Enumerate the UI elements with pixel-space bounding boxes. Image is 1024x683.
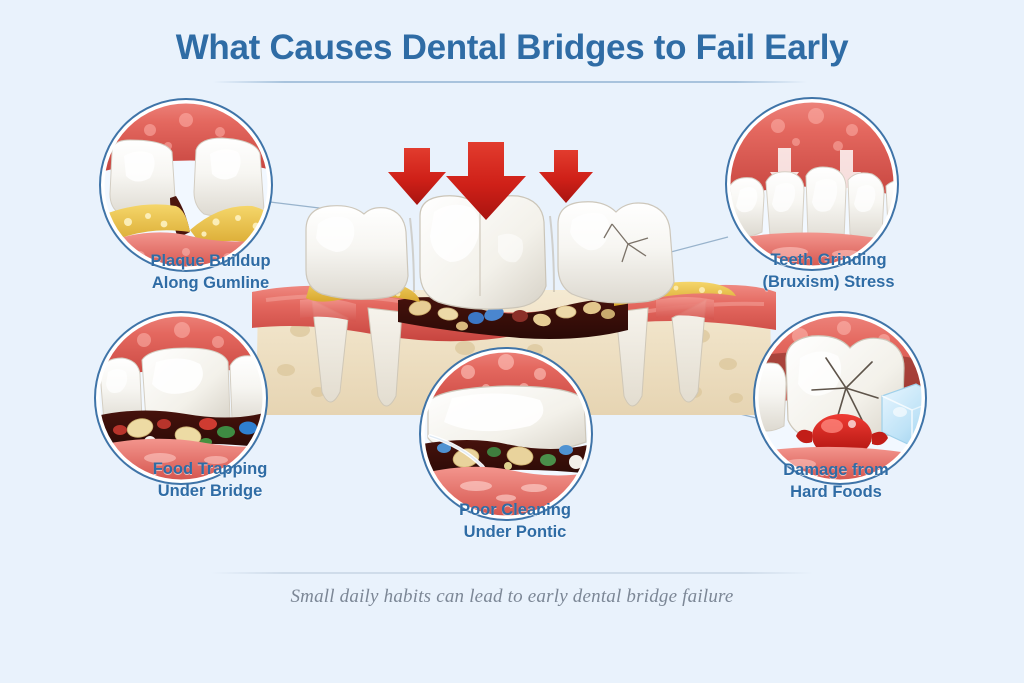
page-title: What Causes Dental Bridges to Fail Early [175, 28, 849, 67]
inset-plaque-band [102, 204, 190, 246]
trapped-food-particles [408, 300, 615, 331]
inset-teeth-grinding[interactable] [725, 93, 914, 271]
caption-teeth-grinding: Teeth Grinding (Bruxism) Stress [762, 251, 895, 291]
tooth-roots [311, 299, 707, 407]
caption-damage-hard-foods: Damage from Hard Foods [783, 461, 889, 501]
caption-food-trapping: Food Trapping Under Bridge [152, 460, 268, 500]
star-crack-icon [811, 357, 879, 423]
inset-damage-hard-foods[interactable] [753, 307, 942, 485]
footer-note: Small daily habits can lead to early den… [290, 586, 734, 607]
footer-divider [211, 572, 813, 574]
crown-right [557, 201, 675, 304]
inset-food-trapping[interactable] [94, 307, 268, 485]
down-arrow-icon-left [388, 148, 446, 205]
caption-poor-cleaning: Poor Cleaning Under Pontic [459, 501, 571, 541]
down-arrow-icon-center [446, 142, 526, 220]
under-pontic-debris [437, 443, 583, 470]
tooth-crack [603, 223, 649, 263]
bite-pressure-arrows [388, 142, 593, 220]
inset-poor-cleaning[interactable] [419, 343, 593, 521]
inset-plaque-buildup[interactable] [99, 95, 273, 272]
caption-plaque-buildup: Plaque Buildup Along Gumline [150, 252, 271, 292]
title-divider [213, 81, 807, 83]
inset-food-particles [113, 418, 257, 448]
down-arrow-icon-right [539, 150, 593, 203]
